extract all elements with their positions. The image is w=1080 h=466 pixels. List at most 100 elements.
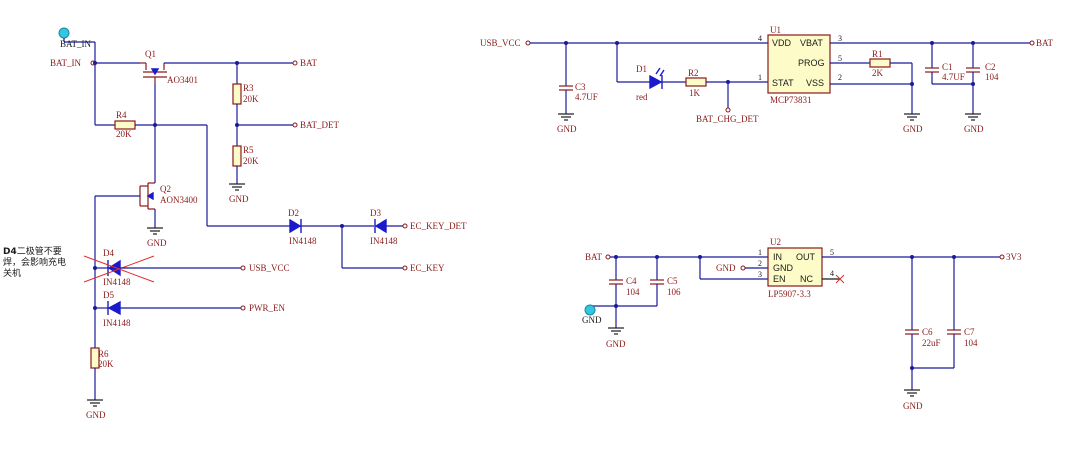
u2-ic[interactable]: U2 IN OUT GND EN NC LP5907-3.3 1 2 3 5 4: [758, 237, 834, 299]
note-line-2: 焊，会影响充电: [3, 256, 66, 268]
note-line-1: D4二极管不要: [3, 245, 62, 257]
c3-ref: C3: [575, 82, 586, 92]
d4-crossout-line: [83, 255, 155, 283]
c6-value: 22uF: [922, 338, 941, 348]
r5-value: 20K: [243, 156, 259, 166]
r3-value: 20K: [243, 94, 259, 104]
u2-pin-num-3: 3: [758, 270, 762, 279]
port-bat-right[interactable]: [1029, 40, 1035, 46]
d2-value: IN4148: [289, 236, 317, 246]
r1-value: 2K: [872, 68, 884, 78]
r5-resistor[interactable]: [232, 145, 242, 167]
port-usb-vcc[interactable]: [240, 265, 246, 271]
port-bat-det[interactable]: [292, 122, 298, 128]
port-3v3[interactable]: [999, 254, 1005, 260]
port-usb-vcc-right[interactable]: [525, 40, 531, 46]
c4-value: 104: [626, 287, 640, 297]
u1-ic[interactable]: U1 VDD VBAT PROG STAT VSS MCP73831 4 1 3…: [758, 25, 842, 105]
net-label-gnd: GND: [964, 124, 984, 134]
net-label-ec-key-det: EC_KEY_DET: [410, 221, 467, 231]
u1-value: MCP73831: [770, 95, 812, 105]
net-label-gnd-probe: GND: [582, 315, 602, 325]
d3-value: IN4148: [370, 236, 398, 246]
net-label-bat-in: BAT_IN: [50, 58, 81, 68]
c5-ref: C5: [667, 276, 678, 286]
net-label-bat-chg-det: BAT_CHG_DET: [696, 114, 759, 124]
r4-ref: R4: [116, 110, 127, 120]
d5-diode[interactable]: D5 IN4148: [103, 290, 131, 328]
net-label-gnd: GND: [147, 238, 167, 248]
u1-pin-num-2: 2: [838, 73, 842, 82]
q1-pmos: Q1 AO3401: [140, 49, 198, 85]
u2-pin-num-1: 1: [758, 248, 762, 257]
c7-ref: C7: [964, 327, 975, 337]
d1-led[interactable]: D1 red: [636, 64, 665, 102]
net-label-bat-right: BAT: [1036, 38, 1054, 48]
net-label-usb-vcc: USB_VCC: [249, 263, 290, 273]
u1-pin-num-5: 5: [838, 54, 842, 63]
ldo-section: BAT C4 104 C5 106 GND GND GND: [582, 237, 1022, 411]
port-bat-chg-det[interactable]: [725, 107, 731, 113]
ground-symbol: [229, 183, 245, 191]
u1-pin-num-3: 3: [838, 34, 842, 43]
u1-pin-vbat: VBAT: [800, 38, 823, 48]
r3-ref: R3: [243, 83, 254, 93]
d3-diode[interactable]: D3 IN4148: [370, 208, 398, 246]
r5-ref: R5: [243, 145, 254, 155]
r2-value: 1K: [689, 88, 701, 98]
net-label-usb-vcc-right: USB_VCC: [480, 38, 521, 48]
ground-symbol: [965, 113, 981, 121]
port-bat-ldo[interactable]: [605, 254, 611, 260]
c3-value: 4.7UF: [575, 92, 598, 102]
u1-ref: U1: [770, 25, 781, 35]
r3-resistor[interactable]: [232, 83, 242, 105]
net-label-bat-ldo: BAT: [585, 252, 603, 262]
u2-pin-nc: NC: [800, 274, 813, 284]
u2-pin-en: EN: [773, 274, 786, 284]
d2-ref: D2: [288, 208, 299, 218]
r6-ref: R6: [98, 349, 109, 359]
net-label-gnd: GND: [903, 401, 923, 411]
u2-pin-in: IN: [773, 252, 782, 262]
net-label-gnd: GND: [86, 410, 106, 420]
charger-section: USB_VCC C3 4.7UF GND D1 red R2: [480, 25, 1054, 134]
port-ec-key[interactable]: [402, 265, 408, 271]
r2-resistor[interactable]: [685, 77, 707, 87]
u2-pin-num-4: 4: [830, 269, 834, 278]
c2-value: 104: [985, 72, 999, 82]
d4-diode[interactable]: D4 IN4148: [83, 248, 155, 287]
net-label-bat-det: BAT_DET: [300, 120, 339, 130]
ground-symbol: [608, 327, 624, 335]
d1-ref: D1: [636, 64, 647, 74]
port-bat[interactable]: [292, 60, 298, 66]
junction: [971, 82, 975, 86]
net-label-3v3: 3V3: [1006, 252, 1022, 262]
port-pwr-en[interactable]: [240, 305, 246, 311]
q2-nmos: Q2 AON3400: [139, 182, 198, 210]
bat-in-probe-marker[interactable]: [58, 27, 70, 39]
u1-pin-prog: PROG: [798, 58, 825, 68]
q1-value: AO3401: [167, 75, 198, 85]
net-label-pwr-en: PWR_EN: [249, 303, 286, 313]
u1-pin-num-4: 4: [758, 34, 762, 43]
r1-resistor[interactable]: [869, 58, 891, 68]
u2-pin-num-2: 2: [758, 259, 762, 268]
u1-pin-stat: STAT: [772, 78, 794, 88]
d5-ref: D5: [103, 290, 114, 300]
r4-value: 20K: [116, 129, 132, 139]
d1-value: red: [636, 92, 648, 102]
q1-body-arrow: [150, 68, 160, 76]
r4-resistor[interactable]: [114, 120, 136, 130]
q2-value: AON3400: [160, 195, 198, 205]
u2-pin-num-5: 5: [830, 248, 834, 257]
net-label-gnd: GND: [903, 124, 923, 134]
d2-diode[interactable]: D2 IN4148: [288, 208, 317, 246]
port-ec-key-det[interactable]: [402, 223, 408, 229]
note-line-1-text: 二极管不要: [17, 245, 62, 257]
port-gnd-ldo[interactable]: [740, 265, 746, 271]
q2-body-arrow: [146, 191, 154, 201]
q2-ref: Q2: [160, 184, 171, 194]
gnd-probe-marker[interactable]: [584, 304, 596, 316]
net-label-gnd: GND: [557, 124, 577, 134]
u1-pin-num-1: 1: [758, 73, 762, 82]
